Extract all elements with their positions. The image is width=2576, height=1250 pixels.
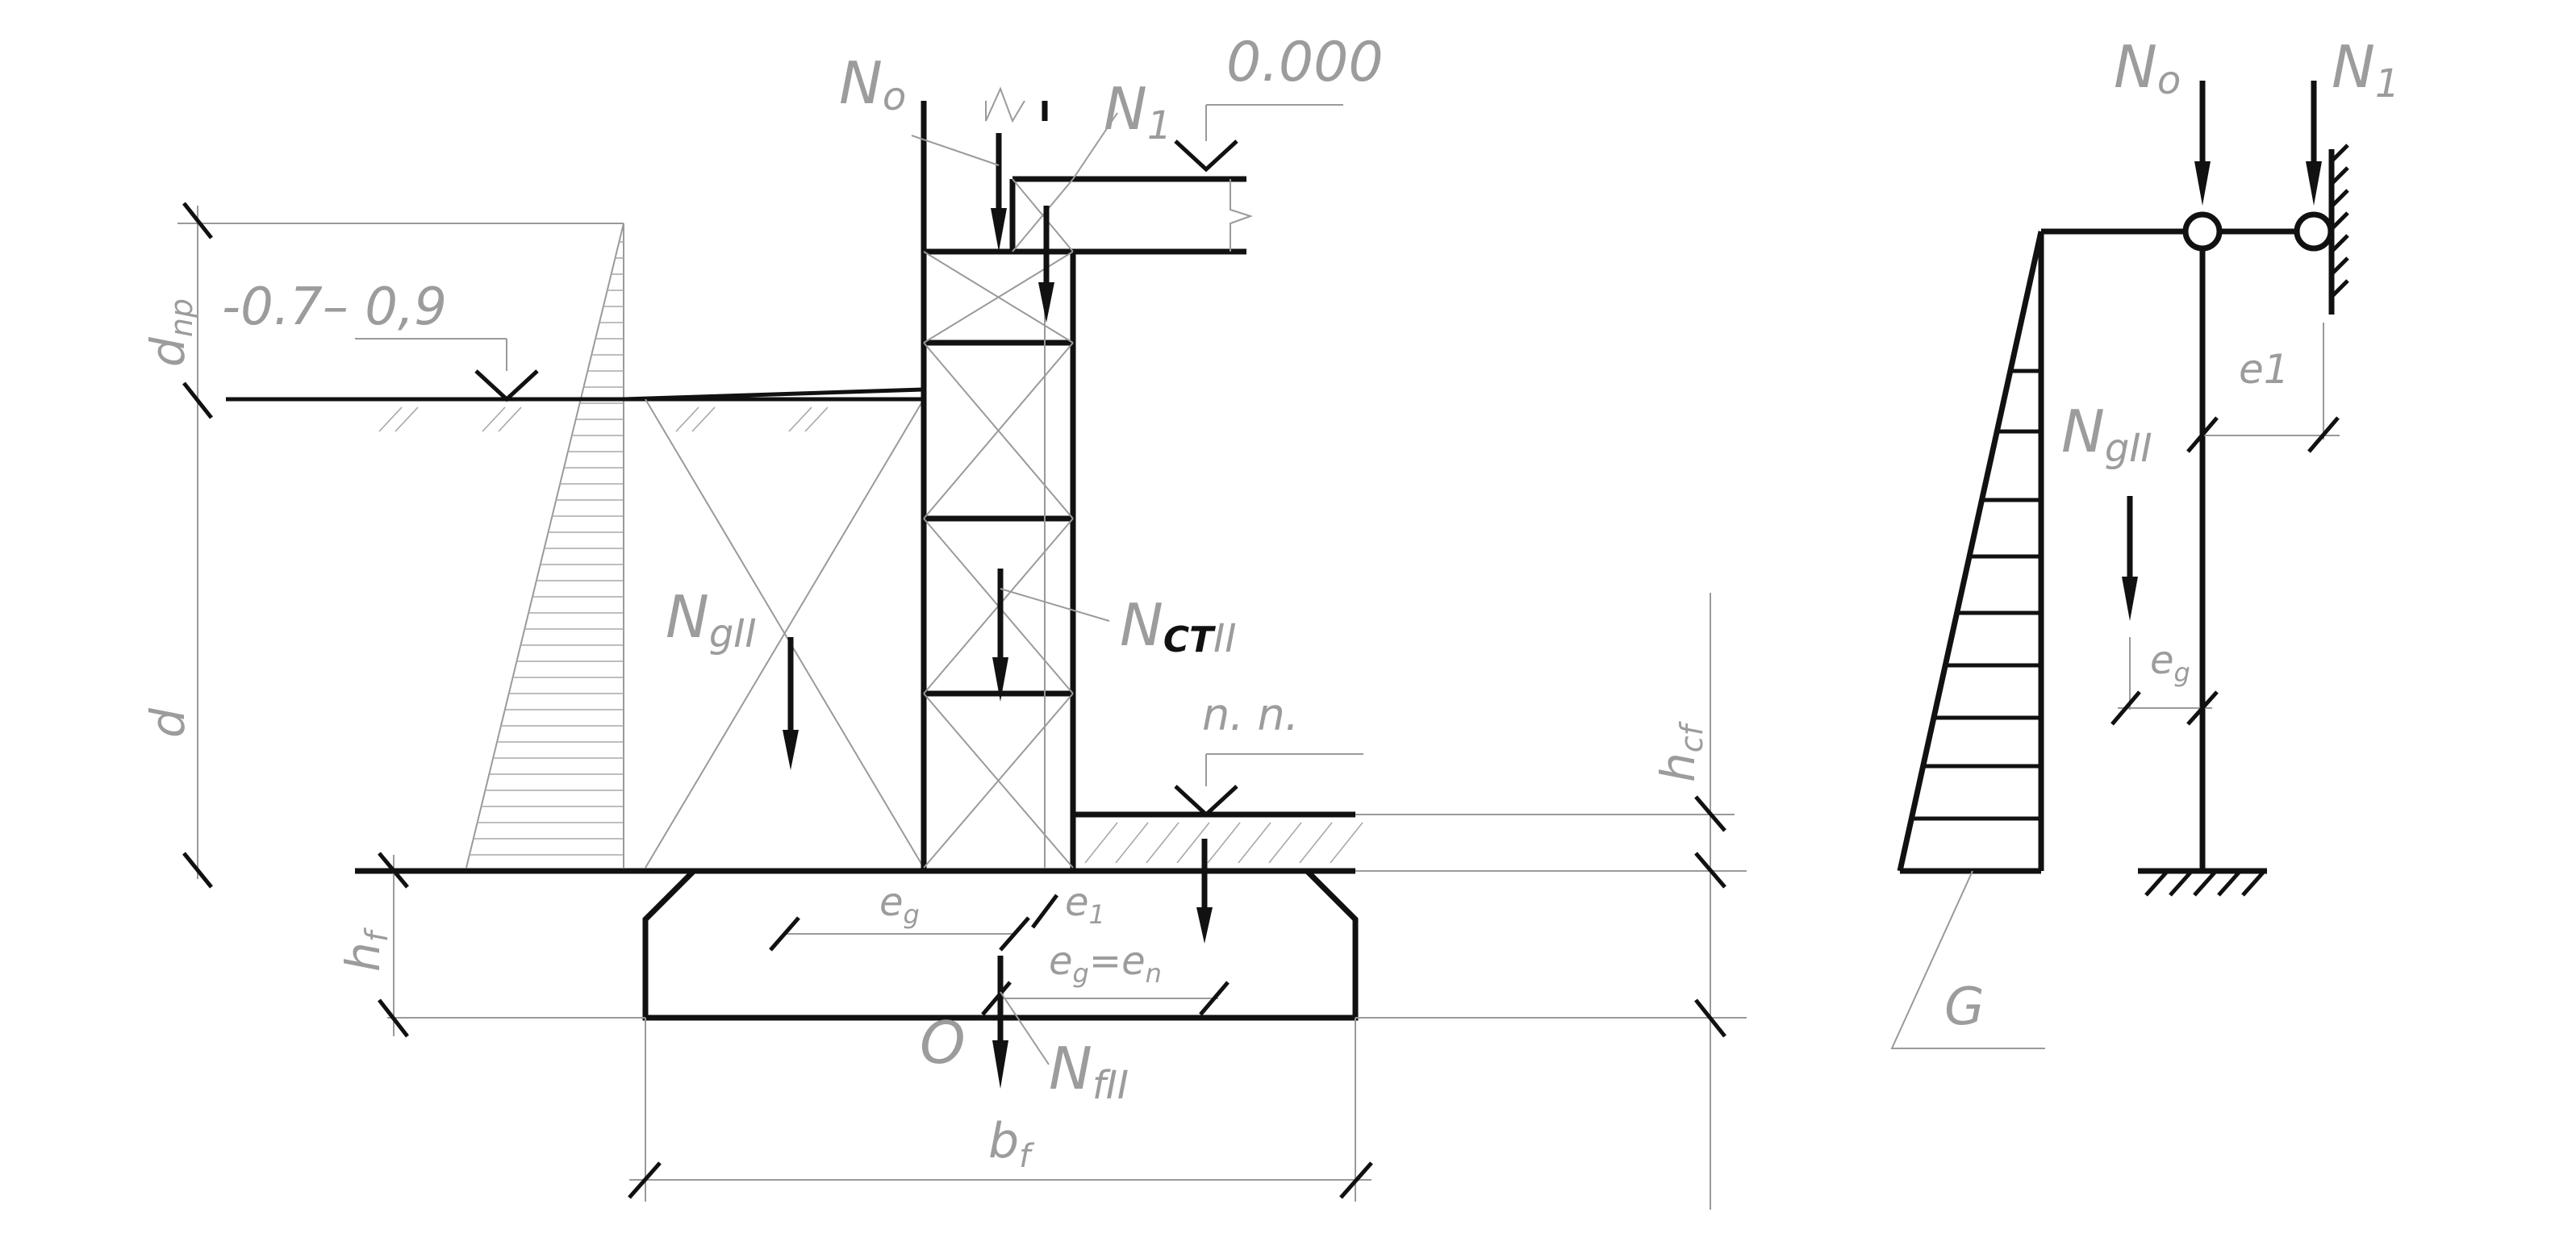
top-level-mark: 0.000 <box>1174 31 1384 173</box>
frame-scheme <box>2041 144 2349 897</box>
floor-hatch-line <box>1084 822 1118 864</box>
load-n1-label: N1 <box>1104 75 1171 148</box>
load-nctll-label: NCTII <box>1120 591 1236 661</box>
load-arrows-left <box>783 133 1213 1089</box>
base-hatch-line <box>2193 871 2216 897</box>
left-view: -0.7– 0,9 <box>140 31 1747 1210</box>
wall-hatch-line <box>2330 166 2349 185</box>
origin-label: O <box>920 1009 966 1077</box>
earth-pressure-diagram-left <box>177 223 624 869</box>
load-ngll-label: NgII <box>666 583 757 656</box>
ecc-e1-label: e1 <box>1065 880 1105 930</box>
ground-surface <box>226 387 925 432</box>
dim-depth-label: d <box>140 707 195 738</box>
dim-bf-label: bf <box>988 1113 1035 1175</box>
ecc-e1-right-label: e1 <box>2239 346 2290 393</box>
inner-floor: n. n. <box>1073 690 1735 864</box>
floor-hatch-line <box>1268 822 1302 864</box>
wall-hatch-line <box>2330 279 2349 298</box>
earth-pressure-diagram-right: G <box>1890 231 2045 1049</box>
base-hatch-line <box>2144 871 2168 897</box>
floor-hatch-line <box>1207 822 1241 864</box>
dim-hf-label: hf <box>336 927 395 972</box>
soil-block <box>645 398 925 869</box>
ecc-eg-dimension-right: eg <box>2110 637 2219 726</box>
floor-hatch-line <box>1238 822 1271 864</box>
wall-hatch-line <box>2330 144 2349 163</box>
wall-hatch-line <box>2330 211 2349 231</box>
dimension-hf: hf <box>336 852 409 1038</box>
right-view: G e1 eg <box>1890 33 2399 1049</box>
ground-level-mark: -0.7– 0,9 <box>222 277 539 402</box>
wall-hatch-line <box>2330 256 2349 276</box>
base-hatch-line <box>2241 871 2265 897</box>
floor-slab <box>1009 112 1254 255</box>
wall-hatch-line <box>2330 234 2349 253</box>
wall-hatch-line <box>2330 189 2349 208</box>
dimension-bf: bf <box>628 1018 1373 1202</box>
pressure-g-label: G <box>1944 977 1985 1037</box>
ecc-eq-label: eg=en <box>1049 939 1162 989</box>
ecc-e1-dimension-right: e1 <box>2186 323 2340 453</box>
ecc-eg-right-label: eg <box>2150 638 2190 688</box>
dim-hcf-label: hcf <box>1651 720 1710 782</box>
dimension-depth: dnp d <box>140 202 213 889</box>
ground-level-label: -0.7– 0,9 <box>222 277 447 337</box>
floor-hatch-line <box>1330 822 1363 864</box>
load-nfll-label: NfII <box>1049 1035 1129 1108</box>
load-n1-right-label: N1 <box>2332 33 2399 106</box>
base-hatch-line <box>2217 871 2240 897</box>
floor-mark-label: n. n. <box>1202 690 1299 740</box>
floor-hatch-line <box>1299 822 1333 864</box>
floor-hatch-line <box>1176 822 1210 864</box>
dimension-hcf: hcf <box>1651 593 1726 1210</box>
eccentricities: eg e1 eg=en <box>769 880 1230 1016</box>
load-ngll-right-label: NgII <box>2061 398 2152 471</box>
top-level-label: 0.000 <box>1226 31 1384 94</box>
load-n0-label: No <box>839 49 906 119</box>
floor-hatch-line <box>1115 822 1149 864</box>
floor-hatch-line <box>1146 822 1179 864</box>
ecc-eg-label: eg <box>879 880 920 930</box>
load-arrows-right <box>2122 81 2322 621</box>
dim-frost-label: dnp <box>140 298 199 367</box>
base-hatch-line <box>2169 871 2192 897</box>
load-n0-right-label: No <box>2114 33 2181 103</box>
